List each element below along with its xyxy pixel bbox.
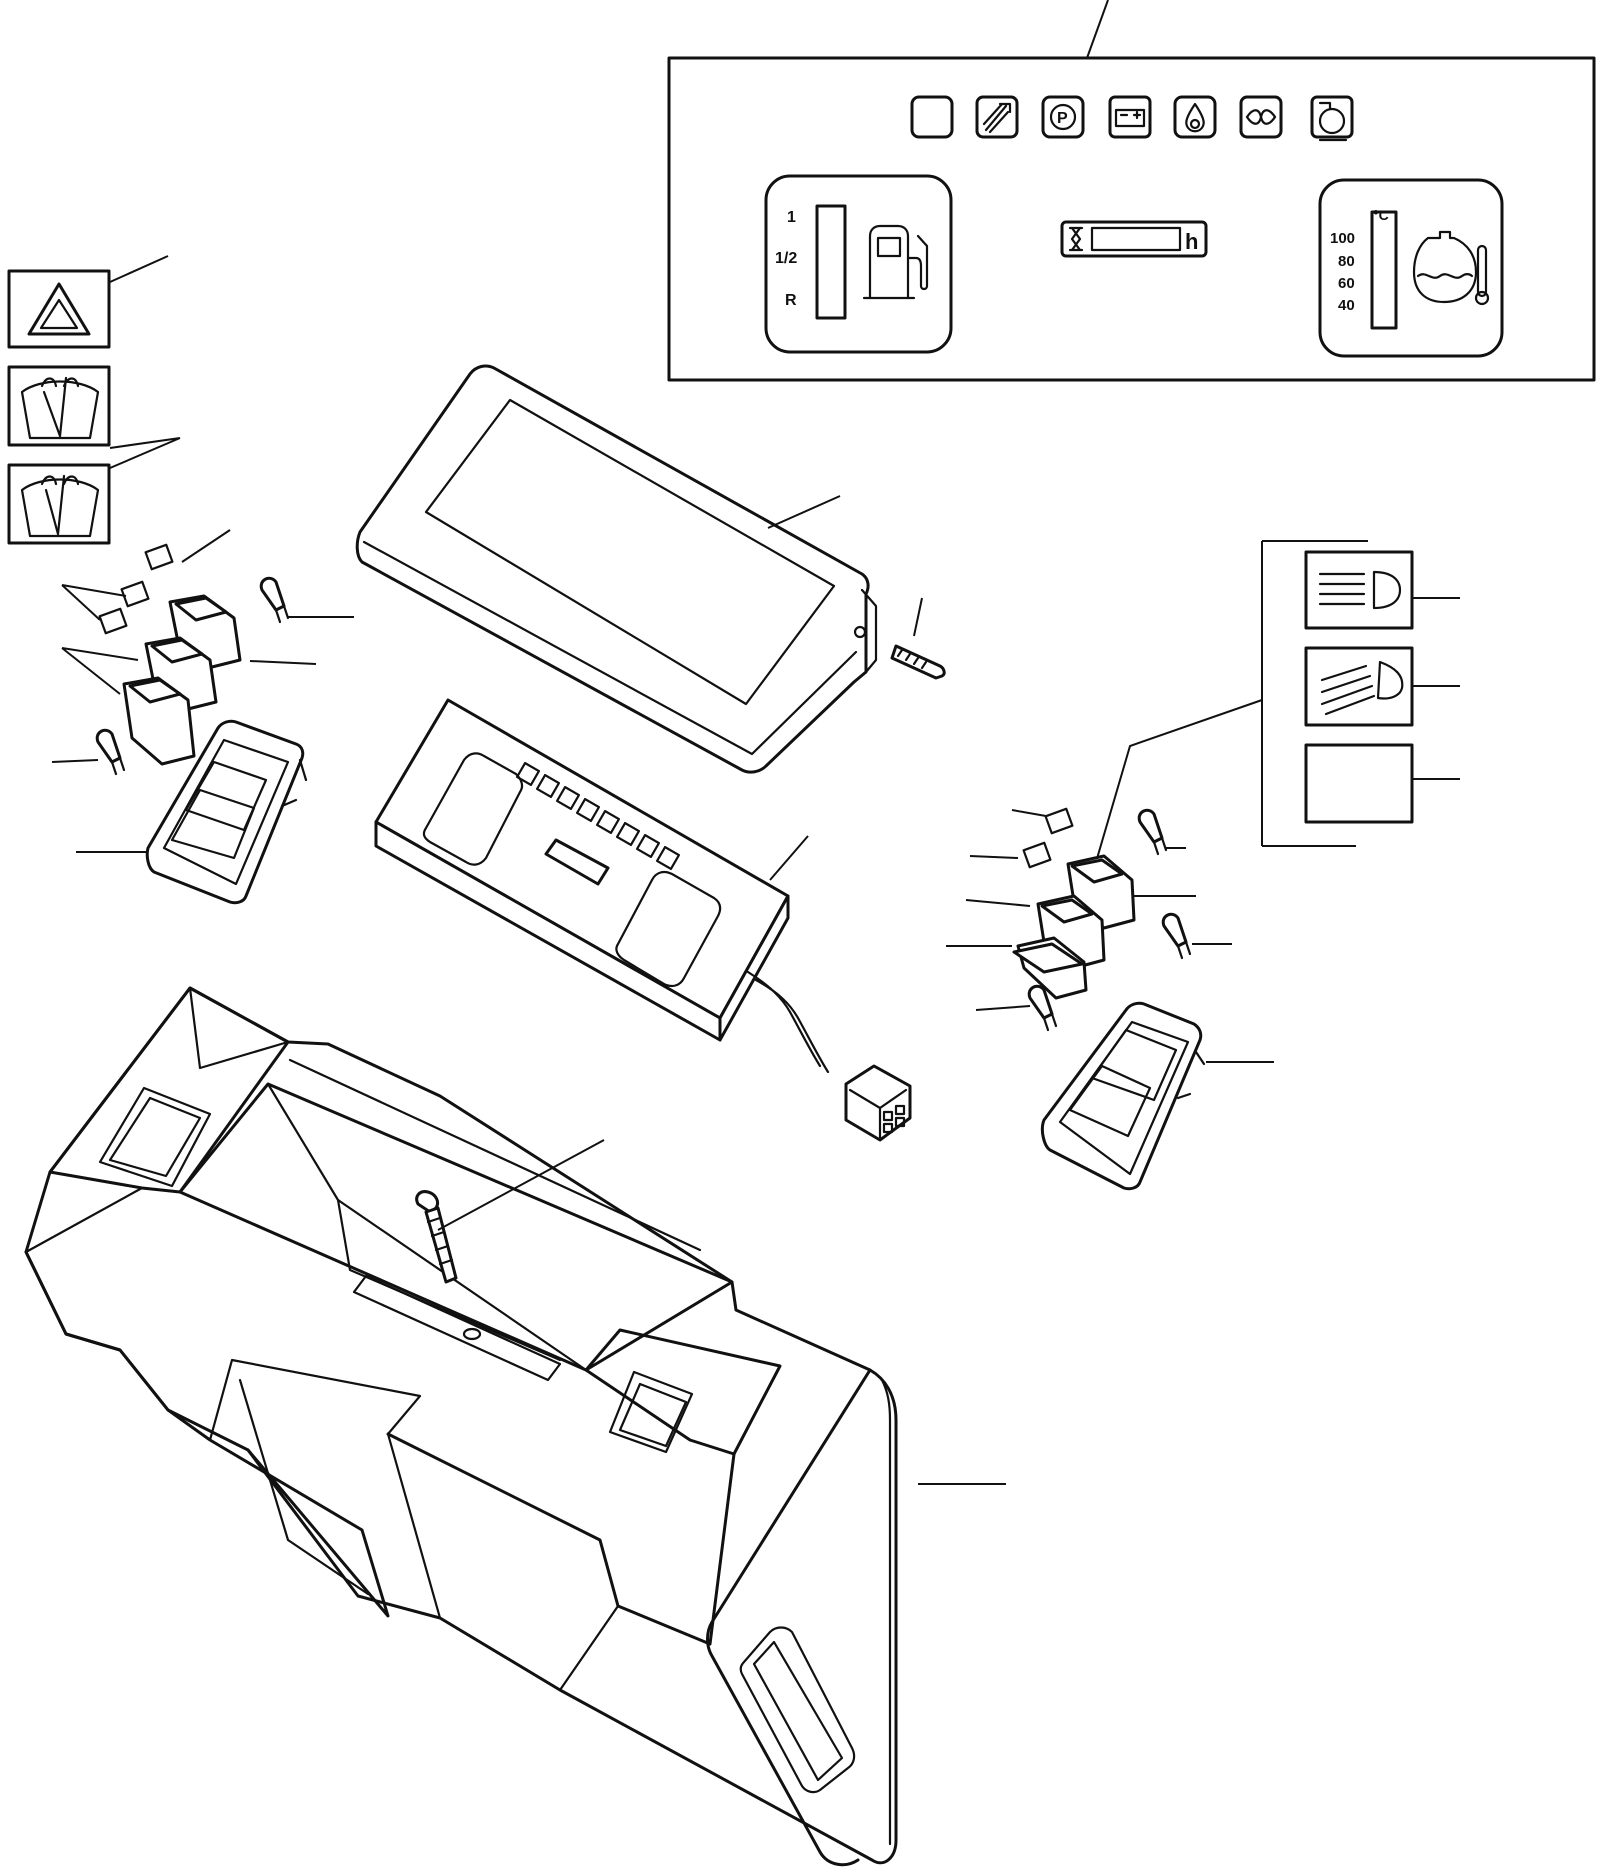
leader-line: [61, 647, 139, 695]
temperature-gauge-window: [615, 870, 722, 988]
leader-line: [1095, 699, 1263, 863]
leader-line: [969, 855, 1019, 859]
screw: [890, 597, 946, 680]
hour-meter: h: [1060, 220, 1208, 258]
lens-cap: [1022, 841, 1052, 869]
dashboard-console: [24, 986, 1006, 1867]
leader-line: [965, 899, 1031, 907]
console-right-opening: [608, 1370, 694, 1454]
blank-switch: [1012, 936, 1088, 1000]
fuel-scale-half: 1/2: [775, 250, 797, 267]
temp-scale-80: 80: [1338, 253, 1355, 270]
lens-cap: [1044, 807, 1074, 835]
fuel-gauge: 1 1/2 R: [764, 174, 953, 354]
bulb-icon: [95, 728, 126, 776]
temperature-unit: °C: [1373, 207, 1389, 223]
temperature-level-bar: [1370, 210, 1398, 330]
leader-line: [109, 255, 169, 283]
blank-lamp-icon: [910, 95, 954, 139]
console-end-opening: [739, 1626, 856, 1794]
fuel-gauge-frame: [764, 174, 953, 354]
leader-line: [437, 1139, 605, 1231]
oil-pressure-icon: [1173, 95, 1217, 139]
right-switch-cluster: [946, 807, 1274, 1191]
rear-wiper-icon: [7, 463, 111, 545]
fuel-pump-icon: [862, 224, 929, 300]
wire-harness: [746, 970, 912, 1142]
leader-line: [913, 597, 923, 637]
leader-line: [767, 495, 841, 529]
bulb-icon: [1137, 808, 1168, 856]
temp-scale-60: 60: [1338, 275, 1355, 292]
leader-line: [1086, 0, 1109, 59]
leader-line: [975, 1005, 1031, 1011]
left-switch-cluster: [51, 529, 354, 905]
console-slot: [352, 1274, 562, 1382]
leader-line: [51, 759, 99, 763]
fuel-level-bar: [815, 204, 847, 320]
washer-icon: [975, 95, 1019, 139]
temp-scale-100: 100: [1330, 230, 1355, 247]
blank-symbol: [1304, 743, 1414, 824]
parking-brake-icon: P: [1041, 95, 1085, 139]
leader-line: [109, 437, 181, 469]
instrument-panel-detail: P 1: [667, 0, 1596, 382]
front-wiper-icon: [7, 365, 111, 447]
coolant-level-icon: [1310, 95, 1354, 142]
leader-line: [61, 584, 127, 621]
coolant-temperature-icon: [1412, 230, 1490, 306]
headlight-high-beam-icon: [1304, 646, 1414, 727]
bulb-icon: [1027, 984, 1058, 1032]
indicator-lamp-row: [515, 761, 681, 871]
hazard-warning-icon: [7, 269, 111, 349]
lens-cap: [144, 543, 174, 571]
instrument-cluster: [374, 698, 912, 1142]
air-filter-icon: [1239, 95, 1283, 139]
bracket-line: [1261, 540, 1368, 847]
console-screw: [415, 1139, 605, 1284]
leader-line: [181, 529, 231, 563]
hourglass-icon: [1068, 226, 1084, 252]
leader-line: [249, 660, 317, 665]
fuel-gauge-window: [422, 752, 524, 866]
hour-meter-display: [1090, 226, 1182, 252]
temperature-gauge-frame: [1318, 178, 1504, 358]
leader-line: [769, 835, 809, 881]
left-switch-symbols: [7, 255, 181, 545]
leader-line: [1011, 809, 1047, 817]
temperature-gauge: °C 100 80 60 40: [1318, 178, 1504, 358]
instrument-cover: [355, 364, 878, 774]
bulb-icon: [1161, 912, 1192, 960]
lens-cap: [98, 607, 128, 635]
svg-text:P: P: [1057, 110, 1068, 127]
switch-housing-left: [145, 719, 308, 905]
console-left-opening: [98, 1086, 212, 1188]
right-switch-symbols: [1095, 540, 1460, 863]
bulb-icon: [259, 576, 290, 624]
detail-frame: [667, 56, 1596, 382]
battery-icon: [1108, 95, 1152, 139]
fuel-scale-full: 1: [787, 209, 796, 226]
hour-meter-unit: h: [1185, 229, 1198, 254]
headlight-low-beam-icon: [1304, 550, 1414, 630]
rocker-switch: [122, 676, 196, 766]
warning-lamp-row: P: [910, 95, 1354, 142]
switch-housing-right: [1040, 1001, 1206, 1191]
lens-cap: [120, 580, 150, 608]
temp-scale-40: 40: [1338, 297, 1355, 314]
hour-meter-window: [544, 838, 610, 886]
hour-meter-frame: [1060, 220, 1208, 258]
fuel-scale-reserve: R: [785, 292, 797, 309]
